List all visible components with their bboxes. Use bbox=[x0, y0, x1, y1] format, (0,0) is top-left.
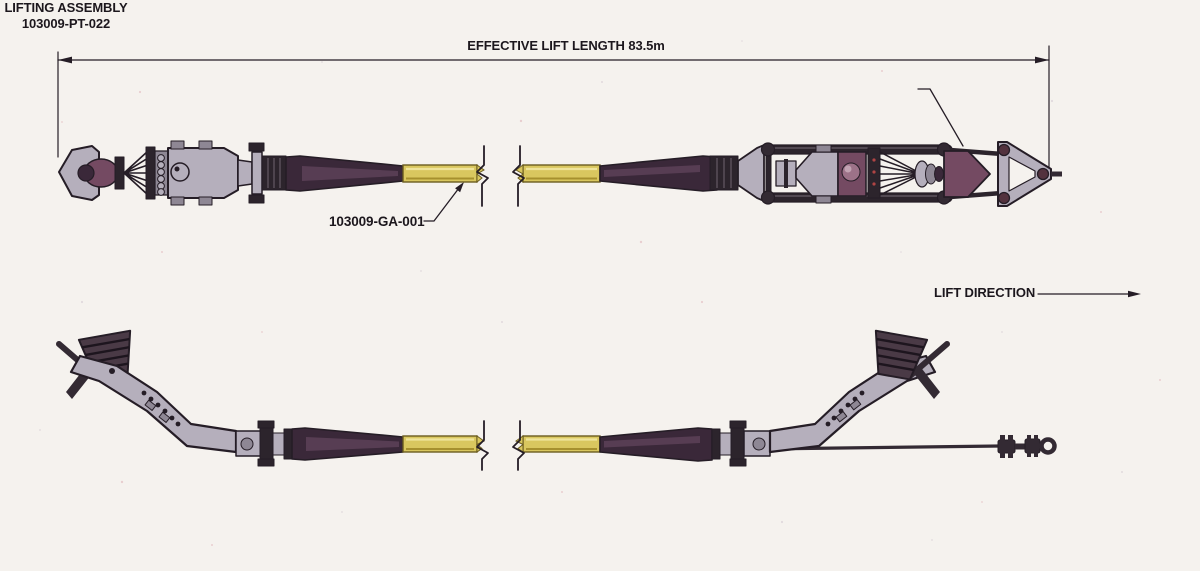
lifting-assembly-leader bbox=[917, 88, 964, 147]
cable-leader bbox=[423, 187, 460, 222]
break-line-left bbox=[476, 420, 489, 471]
lifting-assembly-label-line1: LIFTING ASSEMBLY bbox=[4, 0, 128, 15]
dimension-lift-length bbox=[57, 45, 1050, 172]
ribbed-cone bbox=[874, 329, 929, 381]
bend-restrictor-left-plan bbox=[285, 155, 404, 192]
shackle-end-fitting bbox=[997, 435, 1057, 458]
cable-assembly-label: 103009-GA-001 bbox=[329, 214, 425, 229]
lift-direction-arrowhead bbox=[1128, 290, 1141, 298]
right-tow-arm-side bbox=[768, 329, 950, 454]
cable-side bbox=[402, 420, 601, 471]
spike-blade bbox=[911, 365, 940, 399]
break-line-right bbox=[512, 420, 525, 471]
right-coupling-side bbox=[711, 420, 771, 467]
effective-lift-length-label: EFFECTIVE LIFT LENGTH 83.5m bbox=[467, 38, 665, 53]
dimension-arrow-right bbox=[1035, 56, 1049, 64]
side-view bbox=[56, 329, 1057, 471]
lifting-assembly-plan bbox=[709, 141, 1062, 207]
lifting-assembly-callout: LIFTING ASSEMBLY 103009-PT-022 bbox=[0, 0, 132, 32]
bend-restrictor-right-plan bbox=[599, 155, 718, 192]
plan-view bbox=[58, 140, 1062, 207]
left-end-assembly-plan bbox=[58, 140, 287, 206]
cable-plan bbox=[402, 145, 601, 207]
lifting-assembly-label-line2: 103009-PT-022 bbox=[21, 16, 111, 31]
spoke-fan bbox=[879, 151, 919, 196]
bend-restrictor-right-side bbox=[599, 427, 713, 462]
break-line-right bbox=[512, 145, 525, 207]
left-tow-arm-side bbox=[56, 329, 293, 467]
cable-leader-arrowhead bbox=[455, 182, 464, 193]
scan-noise bbox=[39, 40, 1161, 546]
lift-direction-label: LIFT DIRECTION bbox=[934, 285, 1036, 300]
dimension-arrow-left bbox=[58, 56, 72, 64]
spoke-fan bbox=[123, 150, 149, 196]
coil-detail bbox=[157, 154, 165, 196]
rivets bbox=[109, 368, 181, 427]
bend-restrictor-left-side bbox=[291, 427, 404, 461]
leader-lines bbox=[423, 88, 1141, 298]
break-line-left bbox=[476, 145, 489, 207]
